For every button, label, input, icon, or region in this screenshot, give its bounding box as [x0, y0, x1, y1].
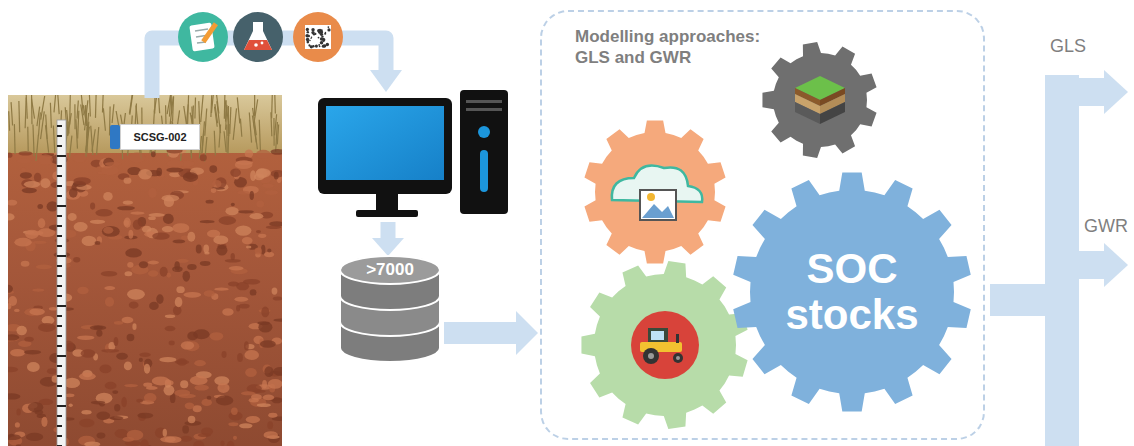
soc-gear: SOC stocks [732, 172, 972, 412]
output-label: GWR [1084, 216, 1128, 237]
climate-gear [584, 120, 725, 263]
arrow-head [372, 238, 404, 256]
soil-photo [8, 95, 282, 446]
sample-tag: SCSG-002 [120, 124, 200, 150]
tag-text: SCSG-002 [133, 131, 186, 143]
gear-label: SOC stocks [765, 246, 940, 338]
climate-icon [612, 166, 702, 220]
model-panel: SOC stocks Modelling approaches: GLS and … [540, 10, 985, 440]
soil-cube-icon [795, 76, 845, 124]
arrow-head [370, 70, 402, 92]
landuse-gear [581, 261, 747, 429]
record-count: >7000 [340, 256, 440, 284]
flow-arrow [444, 311, 538, 355]
soil-gear [762, 42, 876, 158]
flask-icon [233, 12, 283, 62]
flow-arrow [381, 222, 396, 240]
sample-icon [293, 12, 343, 62]
output-label: GLS [1050, 36, 1086, 57]
computer-icon [318, 90, 508, 217]
panel-heading: Modelling approaches: GLS and GWR [575, 26, 790, 69]
output-arrows [990, 70, 1128, 446]
tractor-icon [631, 311, 699, 379]
notepad-icon [178, 12, 228, 62]
database-cylinder: >7000 [340, 256, 440, 366]
